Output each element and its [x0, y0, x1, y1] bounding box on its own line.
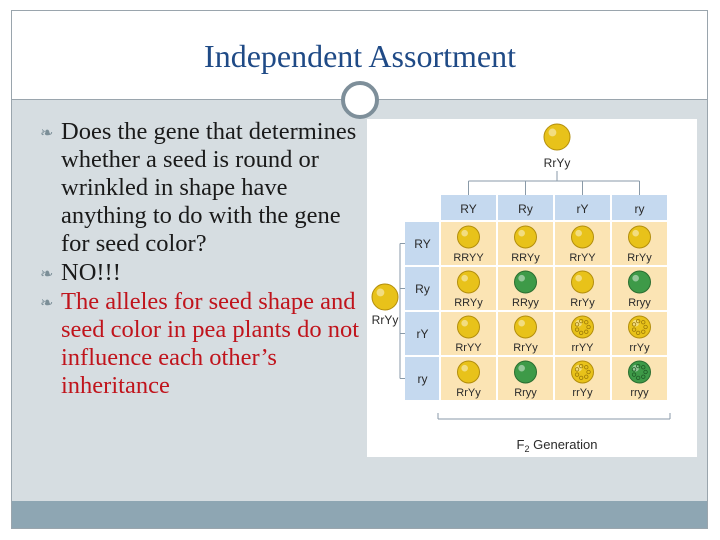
offspring-seed-highlight — [461, 229, 468, 237]
offspring-seed-highlight — [632, 229, 639, 237]
genotype-label: RrYY — [569, 252, 596, 264]
column-header-label: rY — [577, 202, 589, 216]
bullet-text: Does the gene that determines whether a … — [61, 118, 357, 257]
bullet-item: ❧ The alleles for seed shape and seed col… — [40, 288, 365, 400]
genotype-label: rryy — [630, 387, 649, 399]
genotype-label: RrYy — [627, 252, 652, 264]
offspring-seed-wrinkle — [584, 374, 589, 379]
genotype-label: rrYY — [572, 342, 595, 354]
offspring-seed-wrinkle — [631, 367, 637, 372]
top-parent-label: RrYy — [544, 156, 571, 170]
offspring-seed — [457, 315, 480, 339]
slide-title: Independent Assortment — [204, 38, 516, 74]
offspring-seed-wrinkle — [635, 363, 641, 369]
slide-frame — [11, 10, 708, 529]
offspring-seed-highlight — [632, 274, 639, 282]
offspring-seed — [514, 360, 537, 384]
genotype-label: Rryy — [514, 387, 537, 399]
offspring-seed — [628, 225, 651, 249]
offspring-seed-wrinkle — [574, 367, 580, 372]
offspring-seed-highlight — [575, 274, 582, 282]
offspring-seed-wrinkle — [635, 375, 641, 381]
offspring-seed — [514, 315, 537, 339]
offspring-seed-wrinkle — [643, 324, 648, 330]
offspring-seed-wrinkle — [641, 320, 646, 325]
side-parent-seed-highlight — [376, 288, 385, 297]
offspring-seed-wrinkle — [578, 318, 584, 324]
column-header-label: RY — [460, 202, 476, 216]
genotype-label: RrYy — [456, 387, 481, 399]
bullet-item: ❧ Does the gene that determines whether a… — [40, 118, 365, 258]
row-header-label: rY — [417, 327, 429, 341]
ring-ornament — [341, 81, 379, 119]
offspring-seed-wrinkle — [631, 322, 637, 327]
offspring-seed-wrinkle — [584, 365, 589, 370]
offspring-seed — [457, 360, 480, 384]
row-header-label: ry — [418, 372, 428, 386]
offspring-seed — [571, 225, 594, 249]
offspring-seed-wrinkle — [584, 329, 589, 334]
offspring-seed-highlight — [575, 229, 582, 237]
generation-caption: F2 Generation — [517, 437, 598, 454]
footer-bar — [12, 501, 707, 528]
offspring-seed-wrinkle — [641, 329, 646, 334]
offspring-seed-highlight — [461, 364, 468, 372]
bullet-text: The alleles for seed shape and seed colo… — [61, 288, 360, 399]
top-parent-seed-highlight — [548, 128, 557, 137]
offspring-seed — [457, 225, 480, 249]
offspring-seed-highlight — [518, 319, 525, 327]
offspring-seed-wrinkle — [631, 372, 637, 377]
bullet-icon: ❧ — [40, 125, 54, 142]
offspring-seed-wrinkle — [584, 320, 589, 325]
bullet-list: ❧ Does the gene that determines whether a… — [40, 118, 365, 401]
offspring-seed-highlight — [461, 274, 468, 282]
offspring-seed-wrinkle — [578, 363, 584, 369]
bullet-text: NO!!! — [61, 259, 121, 286]
column-header-label: Ry — [518, 202, 533, 216]
side-parent-label: RrYy — [372, 313, 399, 327]
offspring-seed-wrinkle — [574, 372, 580, 377]
genotype-label: RRYY — [453, 252, 484, 264]
column-header-label: ry — [635, 202, 645, 216]
row-header-label: Ry — [415, 282, 430, 296]
genotype-label: RRYy — [511, 252, 540, 264]
offspring-seed — [514, 270, 537, 294]
genotype-label: rrYy — [629, 342, 650, 354]
offspring-seed-highlight — [518, 364, 525, 372]
offspring-seed-highlight — [461, 319, 468, 327]
offspring-seed-wrinkle — [643, 369, 648, 375]
bullet-icon: ❧ — [40, 266, 54, 283]
bullet-icon: ❧ — [40, 295, 54, 312]
genotype-label: RrYY — [455, 342, 482, 354]
offspring-seed-wrinkle — [631, 327, 637, 332]
offspring-seed-wrinkle — [641, 374, 646, 379]
genotype-label: RRyy — [512, 297, 539, 309]
bullet-item: ❧ NO!!! — [40, 259, 365, 287]
genotype-label: RRYy — [454, 297, 483, 309]
genotype-label: rrYy — [572, 387, 593, 399]
offspring-seed — [571, 270, 594, 294]
offspring-seed — [628, 270, 651, 294]
offspring-seed — [457, 270, 480, 294]
offspring-seed-wrinkle — [641, 365, 646, 370]
offspring-seed — [514, 225, 537, 249]
offspring-seed-wrinkle — [586, 324, 591, 330]
offspring-seed-wrinkle — [635, 330, 641, 336]
offspring-seed-highlight — [518, 229, 525, 237]
genotype-label: RrYy — [570, 297, 595, 309]
offspring-seed-highlight — [518, 274, 525, 282]
offspring-seed-wrinkle — [578, 375, 584, 381]
genotype-label: Rryy — [628, 297, 651, 309]
genotype-label: RrYy — [513, 342, 538, 354]
row-header-label: RY — [414, 237, 430, 251]
offspring-seed-wrinkle — [586, 369, 591, 375]
offspring-seed-wrinkle — [574, 327, 580, 332]
top-parent-seed — [543, 123, 571, 151]
offspring-seed-wrinkle — [574, 322, 580, 327]
offspring-seed-wrinkle — [635, 318, 641, 324]
offspring-seed-wrinkle — [578, 330, 584, 336]
side-parent-seed — [371, 283, 399, 311]
